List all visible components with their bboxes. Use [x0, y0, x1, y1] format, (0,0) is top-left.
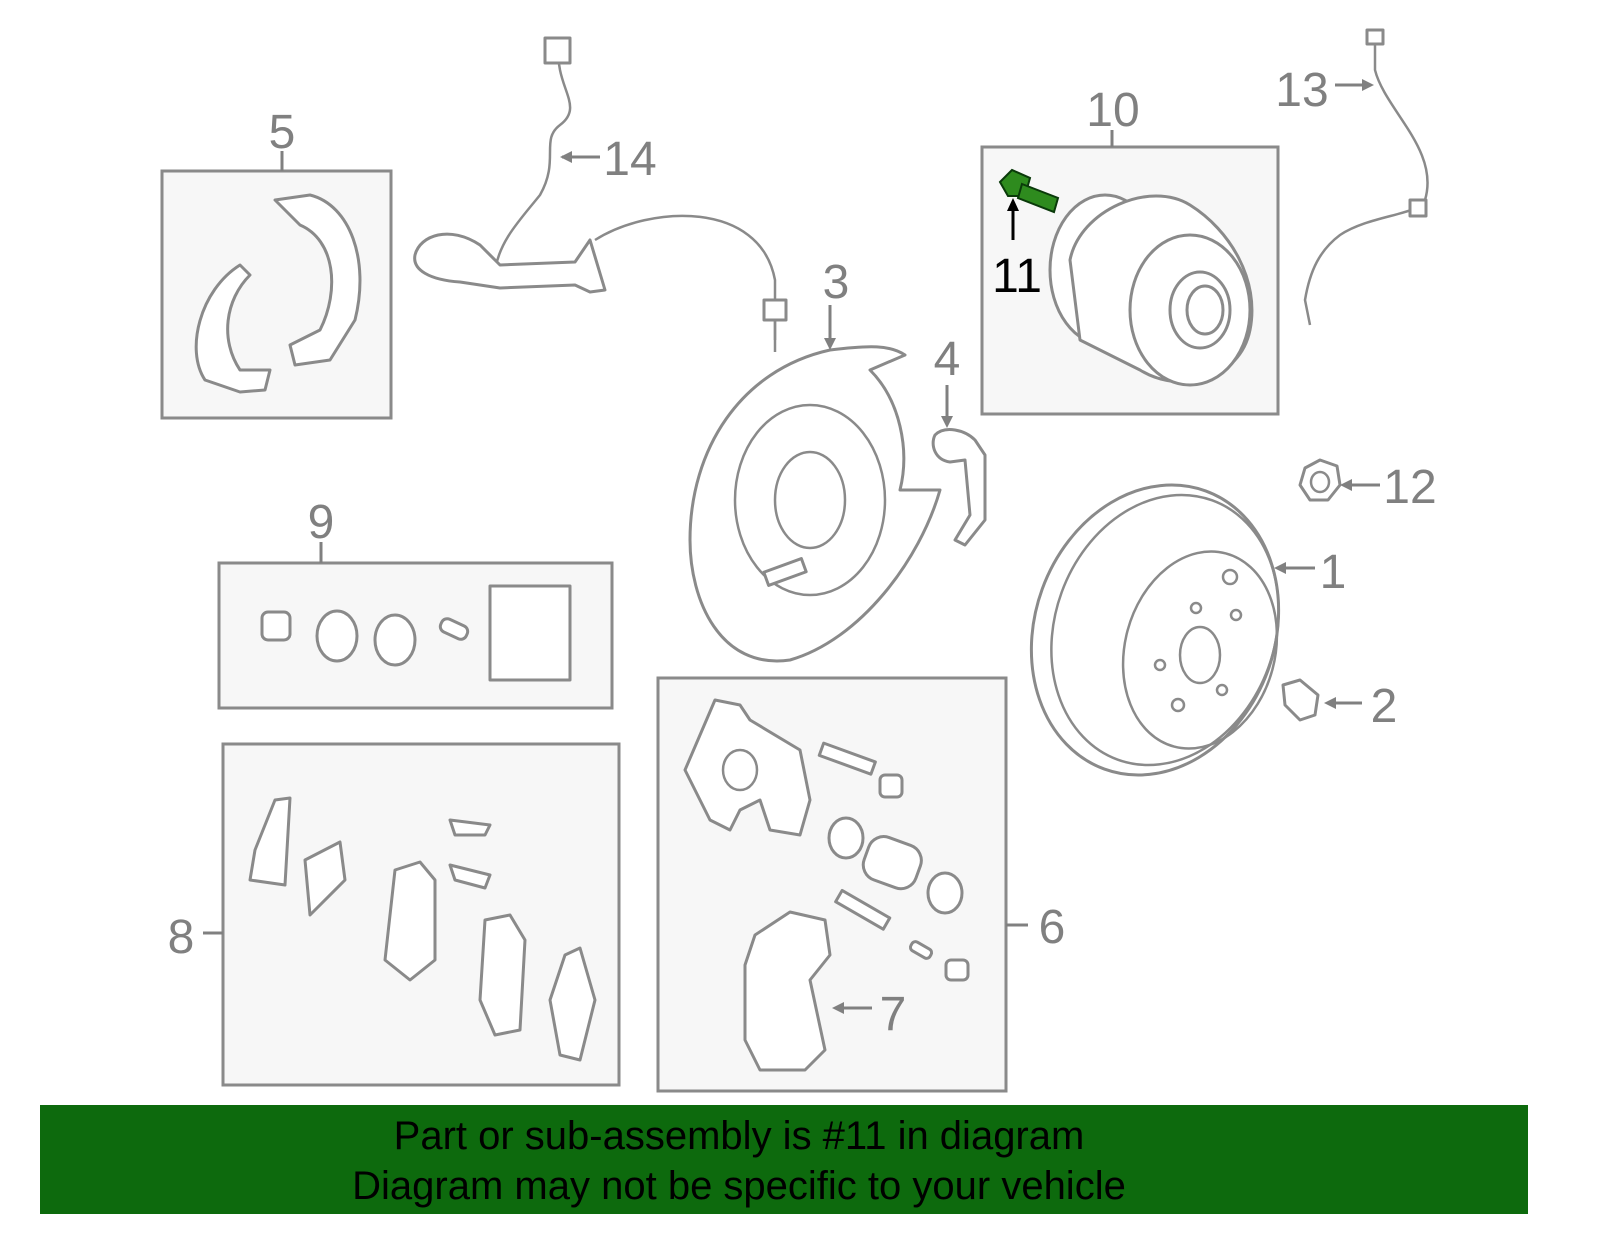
banner-line-1: Part or sub-assembly is #11 in diagram [393, 1114, 1085, 1158]
banner-line-2: Diagram may not be specific to your vehi… [352, 1164, 1126, 1208]
callout-2[interactable]: 2 [1371, 680, 1398, 733]
caliper-mounting-bracket[interactable] [743, 910, 832, 1072]
abs-sensor-wire-rear[interactable] [1303, 28, 1429, 326]
leader-lines [203, 79, 1380, 1014]
callout-13[interactable]: 13 [1275, 64, 1328, 117]
caliper-assembly[interactable] [683, 698, 970, 982]
callout-4[interactable]: 4 [934, 333, 961, 386]
callout-6[interactable]: 6 [1039, 901, 1066, 954]
backing-plate[interactable] [688, 345, 942, 663]
callout-9[interactable]: 9 [308, 496, 335, 549]
rotor-plug[interactable] [1281, 678, 1320, 722]
hub-bearing-assembly[interactable] [1048, 193, 1254, 387]
callout-7[interactable]: 7 [880, 988, 907, 1041]
info-banner: Part or sub-assembly is #11 in diagram D… [40, 1105, 1528, 1214]
hub-nut[interactable] [1298, 458, 1342, 502]
callout-11[interactable]: 11 [992, 250, 1042, 303]
brake-pads-set[interactable] [248, 796, 597, 1062]
callout-5[interactable]: 5 [269, 106, 296, 159]
caliper-repair-kit[interactable] [260, 584, 572, 682]
callout-10[interactable]: 10 [1086, 84, 1139, 137]
callout-14[interactable]: 14 [603, 133, 656, 186]
parking-brake-shoes[interactable] [194, 193, 362, 394]
abs-sensor-wire-front[interactable] [413, 36, 788, 352]
callout-12[interactable]: 12 [1383, 461, 1436, 514]
hub-bolt-highlighted[interactable] [998, 168, 1060, 214]
callout-8[interactable]: 8 [168, 911, 195, 964]
callout-3[interactable]: 3 [823, 256, 850, 309]
brake-rotor[interactable] [992, 450, 1319, 810]
bracket[interactable] [931, 428, 987, 547]
callout-1[interactable]: 1 [1320, 546, 1347, 599]
